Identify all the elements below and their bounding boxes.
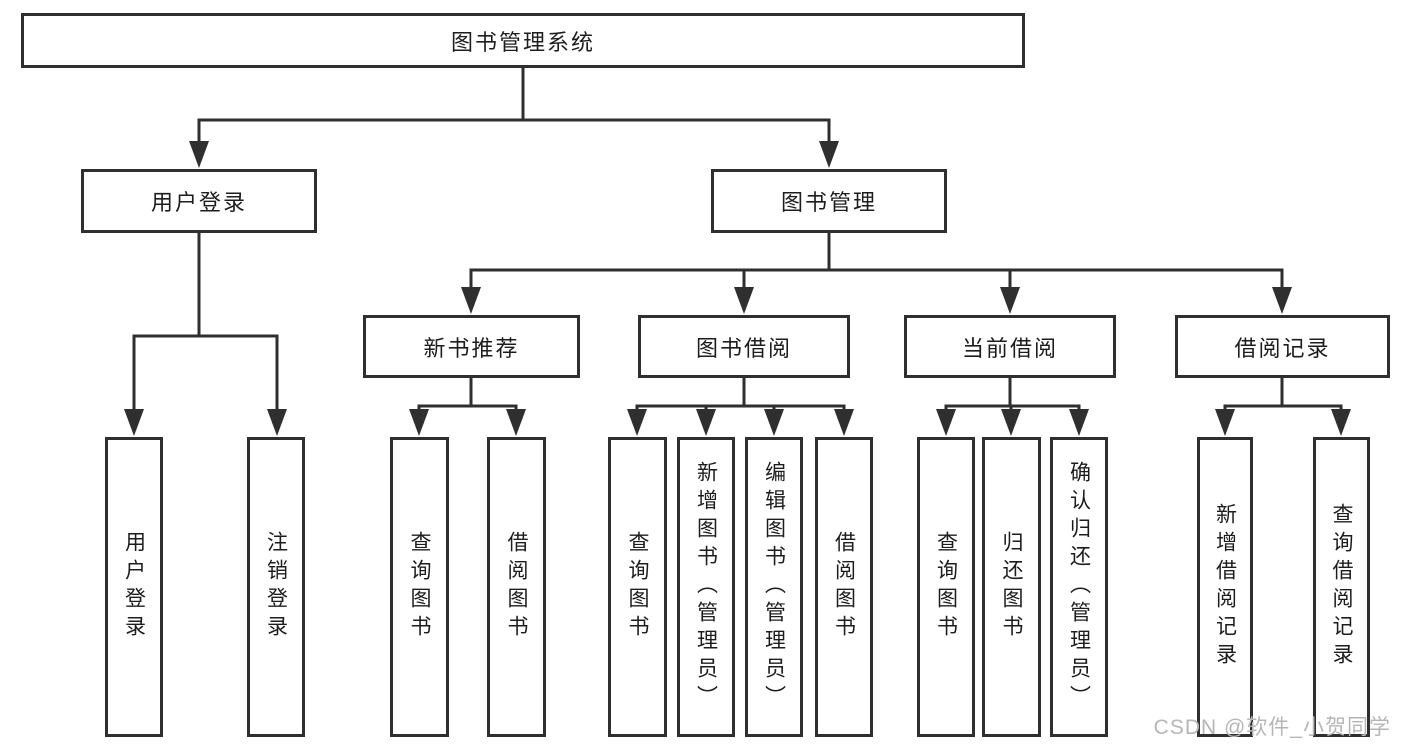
node-library-management-system: 图书管理系统 bbox=[21, 13, 1025, 68]
arrowhead-confirm-return bbox=[1069, 409, 1089, 436]
arrowhead-book-management bbox=[819, 141, 839, 168]
connector-level3-bus bbox=[469, 268, 1284, 290]
leaf-user-login: 用户登录 bbox=[105, 437, 163, 737]
leaf-confirm-return-admin: 确认归还（管理员） bbox=[1050, 437, 1108, 737]
leaf-borrow-books-recommend: 借阅图书 bbox=[487, 437, 546, 737]
arrowhead-query-borrow-record bbox=[1331, 409, 1351, 436]
arrowhead-query-books-3 bbox=[936, 409, 956, 436]
csdn-watermark: CSDN @软件_小贺同学 bbox=[1153, 716, 1391, 739]
arrowhead-query-books-1 bbox=[409, 409, 429, 436]
leaf-logout: 注销登录 bbox=[247, 437, 305, 737]
leaf-add-book-admin: 新增图书（管理员） bbox=[677, 437, 735, 737]
leaf-add-borrow-record: 新增借阅记录 bbox=[1197, 437, 1253, 737]
node-new-book-recommendation: 新书推荐 bbox=[363, 315, 580, 378]
leaf-query-borrow-record: 查询借阅记录 bbox=[1313, 437, 1370, 737]
connector-borrow-records-fork bbox=[1223, 378, 1343, 412]
arrowhead-borrow-records bbox=[1272, 287, 1292, 314]
connector-current-borrow-fork bbox=[944, 378, 1081, 412]
leaf-query-books-recommend: 查询图书 bbox=[390, 437, 449, 737]
arrowhead-return-books bbox=[1001, 409, 1021, 436]
leaf-edit-book-admin: 编辑图书（管理员） bbox=[745, 437, 803, 737]
leaf-query-books-borrowing: 查询图书 bbox=[608, 437, 667, 737]
node-book-management: 图书管理 bbox=[711, 169, 947, 233]
connector-level2-bus bbox=[197, 118, 831, 146]
arrowhead-add-book bbox=[696, 409, 716, 436]
leaf-return-books: 归还图书 bbox=[982, 437, 1041, 737]
arrowhead-user-login bbox=[189, 141, 209, 168]
arrowhead-borrow-books-1 bbox=[506, 409, 526, 436]
arrowhead-book-borrow bbox=[734, 287, 754, 314]
node-user-login: 用户登录 bbox=[81, 169, 317, 233]
node-current-borrowing: 当前借阅 bbox=[904, 315, 1116, 378]
arrowhead-new-book bbox=[461, 287, 481, 314]
arrowhead-leaf-logout bbox=[267, 409, 287, 436]
arrowhead-current-borrow bbox=[1000, 287, 1020, 314]
node-borrowing-records: 借阅记录 bbox=[1175, 315, 1390, 378]
node-book-borrowing: 图书借阅 bbox=[638, 315, 850, 378]
arrowhead-query-books-2 bbox=[627, 409, 647, 436]
connector-new-book-fork bbox=[417, 378, 518, 412]
arrowhead-borrow-books-2 bbox=[834, 409, 854, 436]
leaf-borrow-books-borrowing: 借阅图书 bbox=[815, 437, 873, 737]
leaf-query-books-current: 查询图书 bbox=[917, 437, 975, 737]
connector-user-login-fork bbox=[132, 334, 279, 412]
arrowhead-leaf-user-login bbox=[124, 409, 144, 436]
connector-book-borrow-fork bbox=[635, 378, 846, 412]
arrowhead-edit-book bbox=[764, 409, 784, 436]
arrowhead-add-borrow-record bbox=[1215, 409, 1235, 436]
